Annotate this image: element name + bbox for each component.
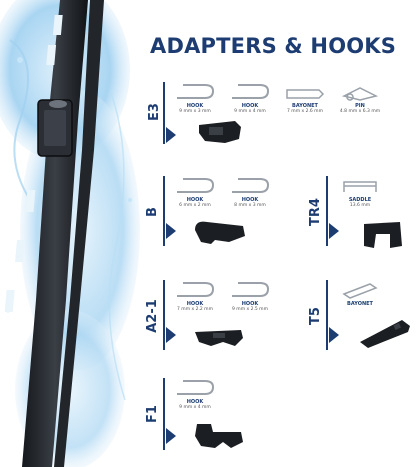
section-label: TR4 xyxy=(308,198,323,226)
section-divider xyxy=(163,82,165,144)
section-label: E3 xyxy=(147,103,162,121)
arrow-icon xyxy=(166,327,176,343)
e3-adapter-part-image xyxy=(199,121,241,143)
arrow-icon xyxy=(329,327,339,343)
tr4-adapter-part-image xyxy=(364,222,402,248)
adapter-saddle: SADDLE 13.6 mm xyxy=(330,176,390,209)
a21-adapter-part-image xyxy=(195,330,243,346)
section-divider xyxy=(163,378,165,450)
section-b: B HOOK 6 mm x 2 mm HOOK 8 mm x 3 mm xyxy=(145,176,285,251)
section-label: T5 xyxy=(308,307,323,325)
bayonet-icon xyxy=(342,283,378,299)
section-e3: E3 HOOK 9 mm x 3 mm HOOK 9 mm x 4 mm BAY… xyxy=(145,82,405,152)
saddle-icon xyxy=(343,181,377,192)
section-label: A2-1 xyxy=(145,299,160,333)
hook-icon xyxy=(232,84,270,99)
hook-icon xyxy=(177,380,215,395)
section-divider xyxy=(163,176,165,246)
section-divider xyxy=(326,280,328,350)
arrow-icon xyxy=(329,223,339,239)
f1-adapter-part-image xyxy=(195,424,243,448)
adapter-bayonet: BAYONET 7 mm x 2.6 mm xyxy=(275,82,335,115)
adapter-bayonet: BAYONET xyxy=(330,280,390,307)
arrow-icon xyxy=(166,428,176,444)
arrow-icon xyxy=(166,127,176,143)
wiper-blade-image xyxy=(0,0,140,467)
section-tr4: TR4 SADDLE 13.6 mm xyxy=(308,176,408,251)
pin-icon xyxy=(341,87,379,101)
hook-icon xyxy=(177,282,215,297)
hook-icon xyxy=(177,84,215,99)
hook-icon xyxy=(232,282,270,297)
bayonet-icon xyxy=(286,89,325,99)
section-divider xyxy=(326,176,328,246)
t5-adapter-part-image xyxy=(360,320,410,348)
section-a21: A2-1 HOOK 7 mm x 2.2 mm HOOK 9 mm x 2.5 … xyxy=(145,280,285,355)
adapter-hook: HOOK 7 mm x 2.2 mm xyxy=(165,280,225,313)
section-divider xyxy=(163,280,165,350)
section-label: F1 xyxy=(145,405,160,423)
adapter-hook: HOOK 9 mm x 4 mm xyxy=(165,378,225,411)
section-t5: T5 BAYONET xyxy=(308,280,410,355)
section-label: B xyxy=(145,207,160,217)
page-title: ADAPTERS & HOOKS xyxy=(150,34,397,58)
adapter-hook: HOOK 6 mm x 2 mm xyxy=(165,176,225,209)
arrow-icon xyxy=(166,223,176,239)
hook-icon xyxy=(232,178,270,193)
b-adapter-part-image xyxy=(195,221,245,244)
section-f1: F1 HOOK 9 mm x 4 mm xyxy=(145,378,285,456)
hook-icon xyxy=(177,178,215,193)
adapter-hook: HOOK 9 mm x 3 mm xyxy=(165,82,225,115)
adapter-hook: HOOK 9 mm x 4 mm xyxy=(220,82,280,115)
adapter-hook: HOOK 8 mm x 3 mm xyxy=(220,176,280,209)
adapter-pin: PIN 4.8 mm x 6.3 mm xyxy=(330,82,390,115)
adapter-hook: HOOK 9 mm x 2.5 mm xyxy=(220,280,280,313)
